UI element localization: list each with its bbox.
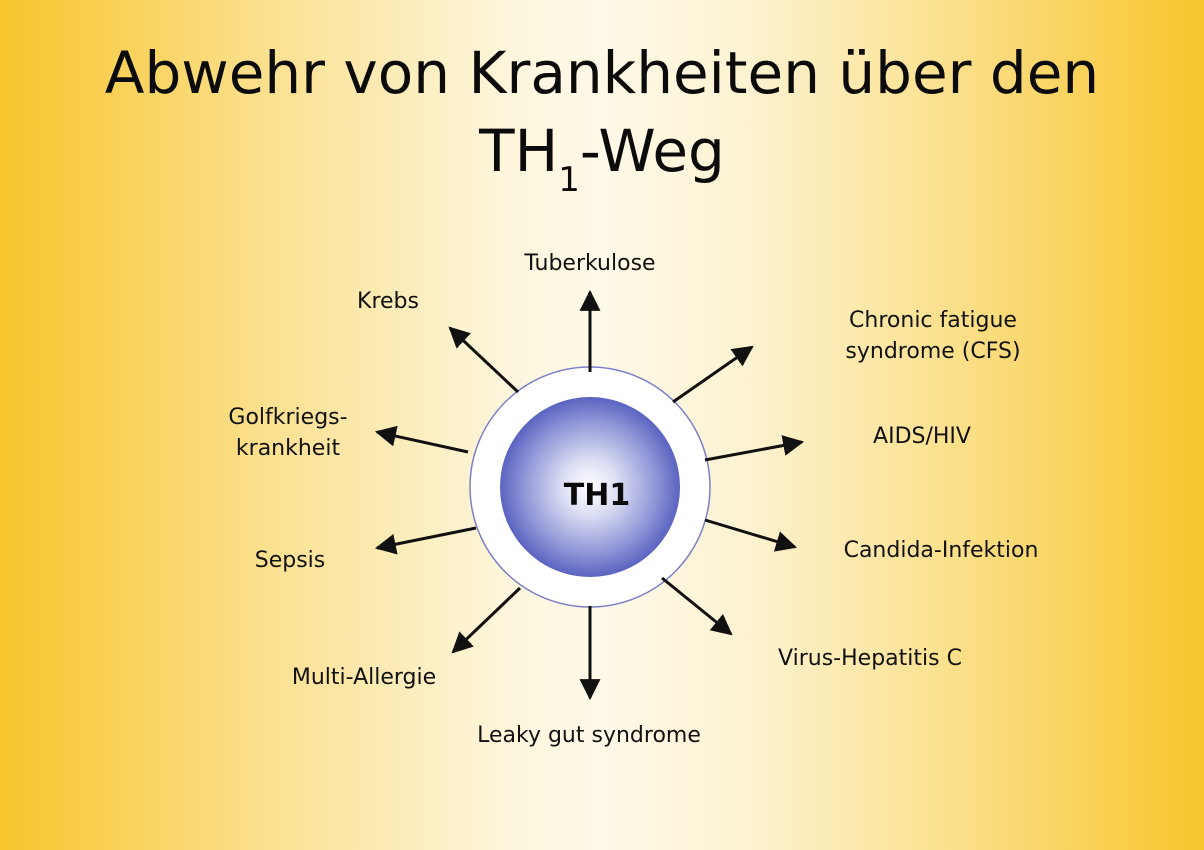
title-line-2: TH1-Weg [0,122,1204,197]
arrow-candida [704,518,798,552]
label-candida: Candida-Infektion [843,538,1039,563]
label-cfs-line2: syndrome (CFS) [845,339,1021,364]
arrow-hepatitis [661,576,733,636]
title-weg: -Weg [579,117,725,185]
arrow-allergie [451,586,522,654]
arrow-krebs [448,326,520,394]
label-golfkrieg: Golfkriegs- krankheit [200,402,376,464]
arrow-golfkrieg [374,425,469,454]
label-krebs: Krebs [357,289,419,314]
label-cfs: Chronic fatigue syndrome (CFS) [816,305,1050,367]
th1-label: TH1 [563,478,631,513]
label-allergie: Multi-Allergie [291,665,437,690]
cell-nucleus [500,397,680,577]
title-subscript: 1 [558,160,580,200]
title-th: TH [479,117,559,185]
label-leaky: Leaky gut syndrome [477,723,701,748]
arrow-cfs [672,345,754,404]
title-line-1: Abwehr von Krankheiten über den [104,39,1100,107]
arrow-aids [704,435,805,462]
label-hepatitis: Virus-Hepatitis C [778,646,962,671]
label-sepsis: Sepsis [254,548,326,573]
arrow-sepsis [374,526,477,555]
label-golfkrieg-line1: Golfkriegs- [228,405,348,430]
label-aids: AIDS/HIV [873,424,971,449]
label-golfkrieg-line2: krankheit [235,436,341,461]
label-tuberkulose: Tuberkulose [524,251,656,276]
label-cfs-line1: Chronic fatigue [849,308,1017,333]
